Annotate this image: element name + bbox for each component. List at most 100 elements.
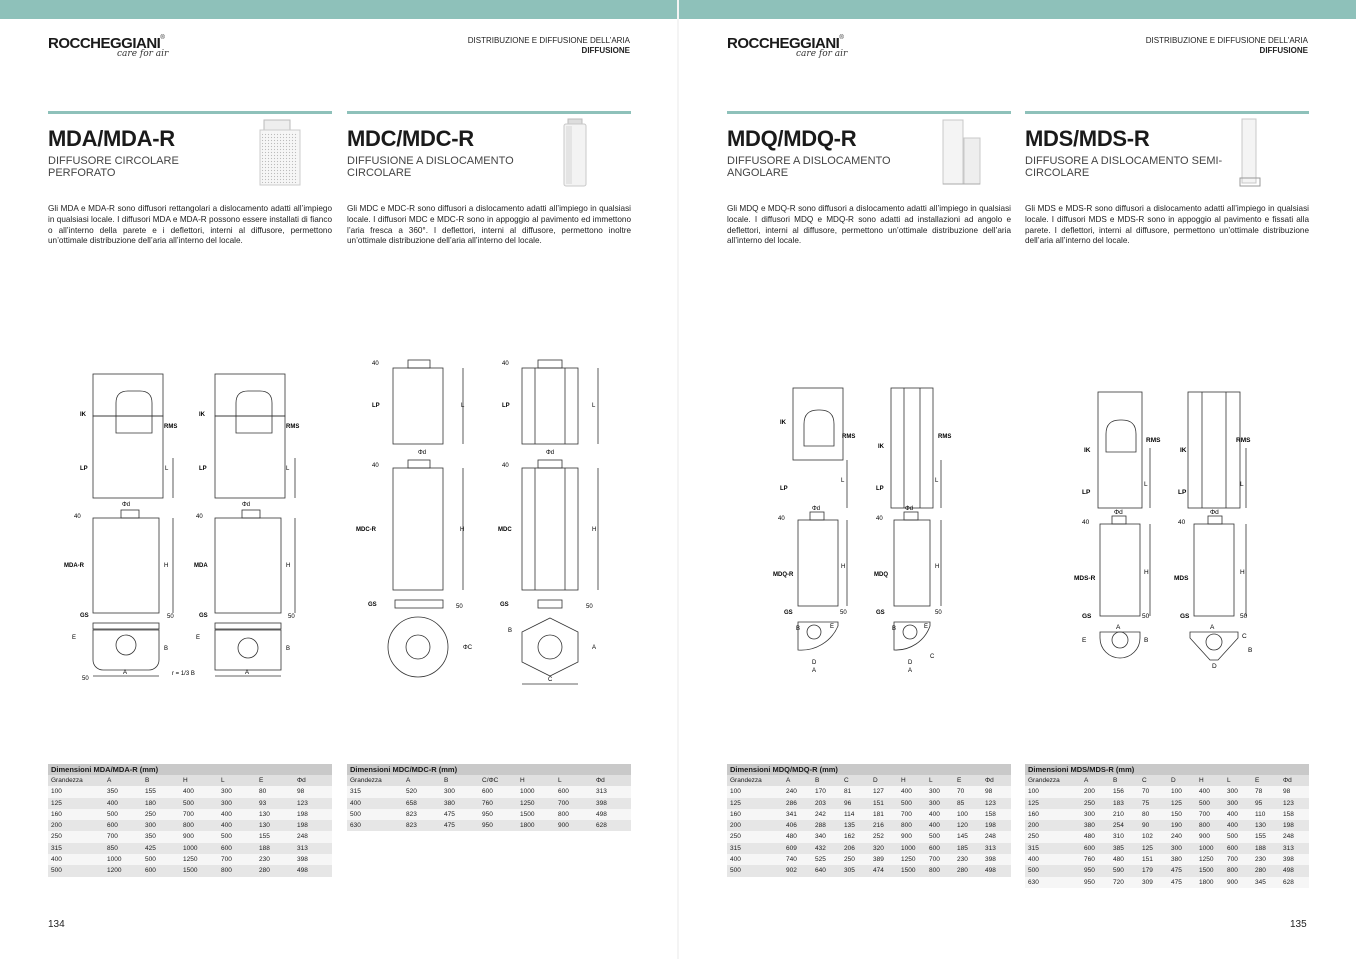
label-rms: RMS [842, 434, 855, 440]
label-mdq: MDQ [874, 572, 888, 578]
table-cell: 900 [901, 833, 912, 841]
table-cell: 950 [482, 822, 493, 830]
label-ik: IK [80, 412, 87, 418]
table-cell: 70 [1142, 788, 1150, 796]
table-cell: 254 [1113, 822, 1124, 830]
table-cell: 500 [730, 867, 741, 875]
table-cell: 102 [1142, 833, 1153, 841]
table-cell: 240 [786, 788, 797, 796]
table-cell: 300 [1084, 810, 1095, 818]
table-cell: 313 [596, 788, 607, 796]
table-header-cell: Grandezza [1028, 777, 1060, 784]
label-phic: ΦC [463, 645, 473, 651]
label-b-2: B [286, 646, 290, 652]
table-cell: 500 [107, 810, 118, 818]
section-rule [347, 111, 631, 114]
label-lp-2: LP [502, 403, 510, 409]
table-cell: 1800 [1199, 878, 1214, 886]
label-e-2: E [924, 624, 928, 630]
table-cell: 475 [444, 822, 455, 830]
table-cell: 500 [901, 799, 912, 807]
table-cell: 400 [1199, 788, 1210, 796]
table-cell: 300 [221, 799, 232, 807]
label-lp-2: LP [199, 466, 207, 472]
table-cell: 98 [985, 788, 993, 796]
table-cell: 250 [730, 833, 741, 841]
table-header-cell: A [107, 777, 112, 784]
product-description: Gli MDQ e MDQ-R sono diffusori a disloca… [727, 204, 1011, 246]
table-cell: 313 [1283, 844, 1294, 852]
label-e-2: E [196, 635, 200, 641]
table-header-cell: E [1255, 777, 1260, 784]
table-header-cell: L [221, 777, 225, 784]
table-cell: 500 [221, 833, 232, 841]
label-gs: GS [368, 602, 377, 608]
table-cell: 313 [297, 844, 308, 852]
table-cell: 900 [183, 833, 194, 841]
label-gs-2: GS [500, 602, 509, 608]
table-cell: 740 [786, 856, 797, 864]
table-title: Dimensioni MDS/MDS-R (mm) [1025, 764, 1309, 775]
product-section-mdc: MDC/MDC-R DIFFUSIONE A DISLOCAMENTO CIRC… [347, 111, 631, 245]
label-gs: GS [1082, 613, 1092, 620]
table-cell: 180 [145, 799, 156, 807]
table-cell: 96 [844, 799, 852, 807]
table-cell: 123 [297, 799, 308, 807]
table-cell: 300 [929, 788, 940, 796]
product-subtitle: DIFFUSORE A DISLOCAMENTO SEMI-CIRCOLARE [1025, 155, 1223, 179]
label-d: D [1212, 663, 1217, 670]
label-40-b: 40 [372, 463, 379, 469]
label-b: B [1144, 637, 1148, 644]
label-ik-2: IK [1180, 447, 1187, 454]
table-header-cell: C [1142, 777, 1147, 784]
section-header-left: DISTRIBUZIONE E DIFFUSIONE DELL’ARIA DIF… [467, 36, 630, 55]
label-40-2: 40 [876, 516, 883, 522]
table-cell: 700 [183, 810, 194, 818]
table-cell: 500 [183, 799, 194, 807]
table-cell: 300 [929, 799, 940, 807]
table-cell: 1000 [520, 788, 535, 796]
table-cell: 130 [259, 810, 270, 818]
table-cell: 498 [596, 810, 607, 818]
table-cell: 280 [957, 867, 968, 875]
label-h: H [841, 564, 845, 570]
label-lp: LP [372, 403, 380, 409]
table-header-cell: Φd [297, 777, 306, 784]
label-b: B [796, 626, 800, 632]
label-h-2: H [592, 527, 596, 533]
label-mdcr: MDC-R [356, 527, 377, 533]
table-header-cell: Grandezza [730, 777, 762, 784]
table-cell: 600 [929, 844, 940, 852]
label-h: H [460, 527, 464, 533]
label-mda: MDA [194, 563, 208, 569]
table-cell: 150 [1171, 810, 1182, 818]
label-l-2: L [935, 478, 939, 484]
label-phid: Φd [418, 450, 426, 456]
table-cell: 340 [815, 833, 826, 841]
table-cell: 250 [1084, 799, 1095, 807]
product-photo-mds [1239, 118, 1261, 187]
table-cell: 400 [221, 810, 232, 818]
label-40: 40 [1082, 519, 1090, 526]
table-cell: 400 [183, 788, 194, 796]
table-header-cell: Φd [985, 777, 994, 784]
technical-drawing-mdc: 40 LP L Φd 40 MDC-R H GS 50 ΦC 40 LP L Φ… [356, 359, 599, 685]
table-cell: 850 [107, 844, 118, 852]
label-phid: Φd [1114, 509, 1123, 516]
label-lp: LP [80, 466, 88, 472]
technical-drawing-mdq: IK RMS LP L 40 Φd MDQ-R H GS 50 B E D A … [773, 387, 951, 674]
